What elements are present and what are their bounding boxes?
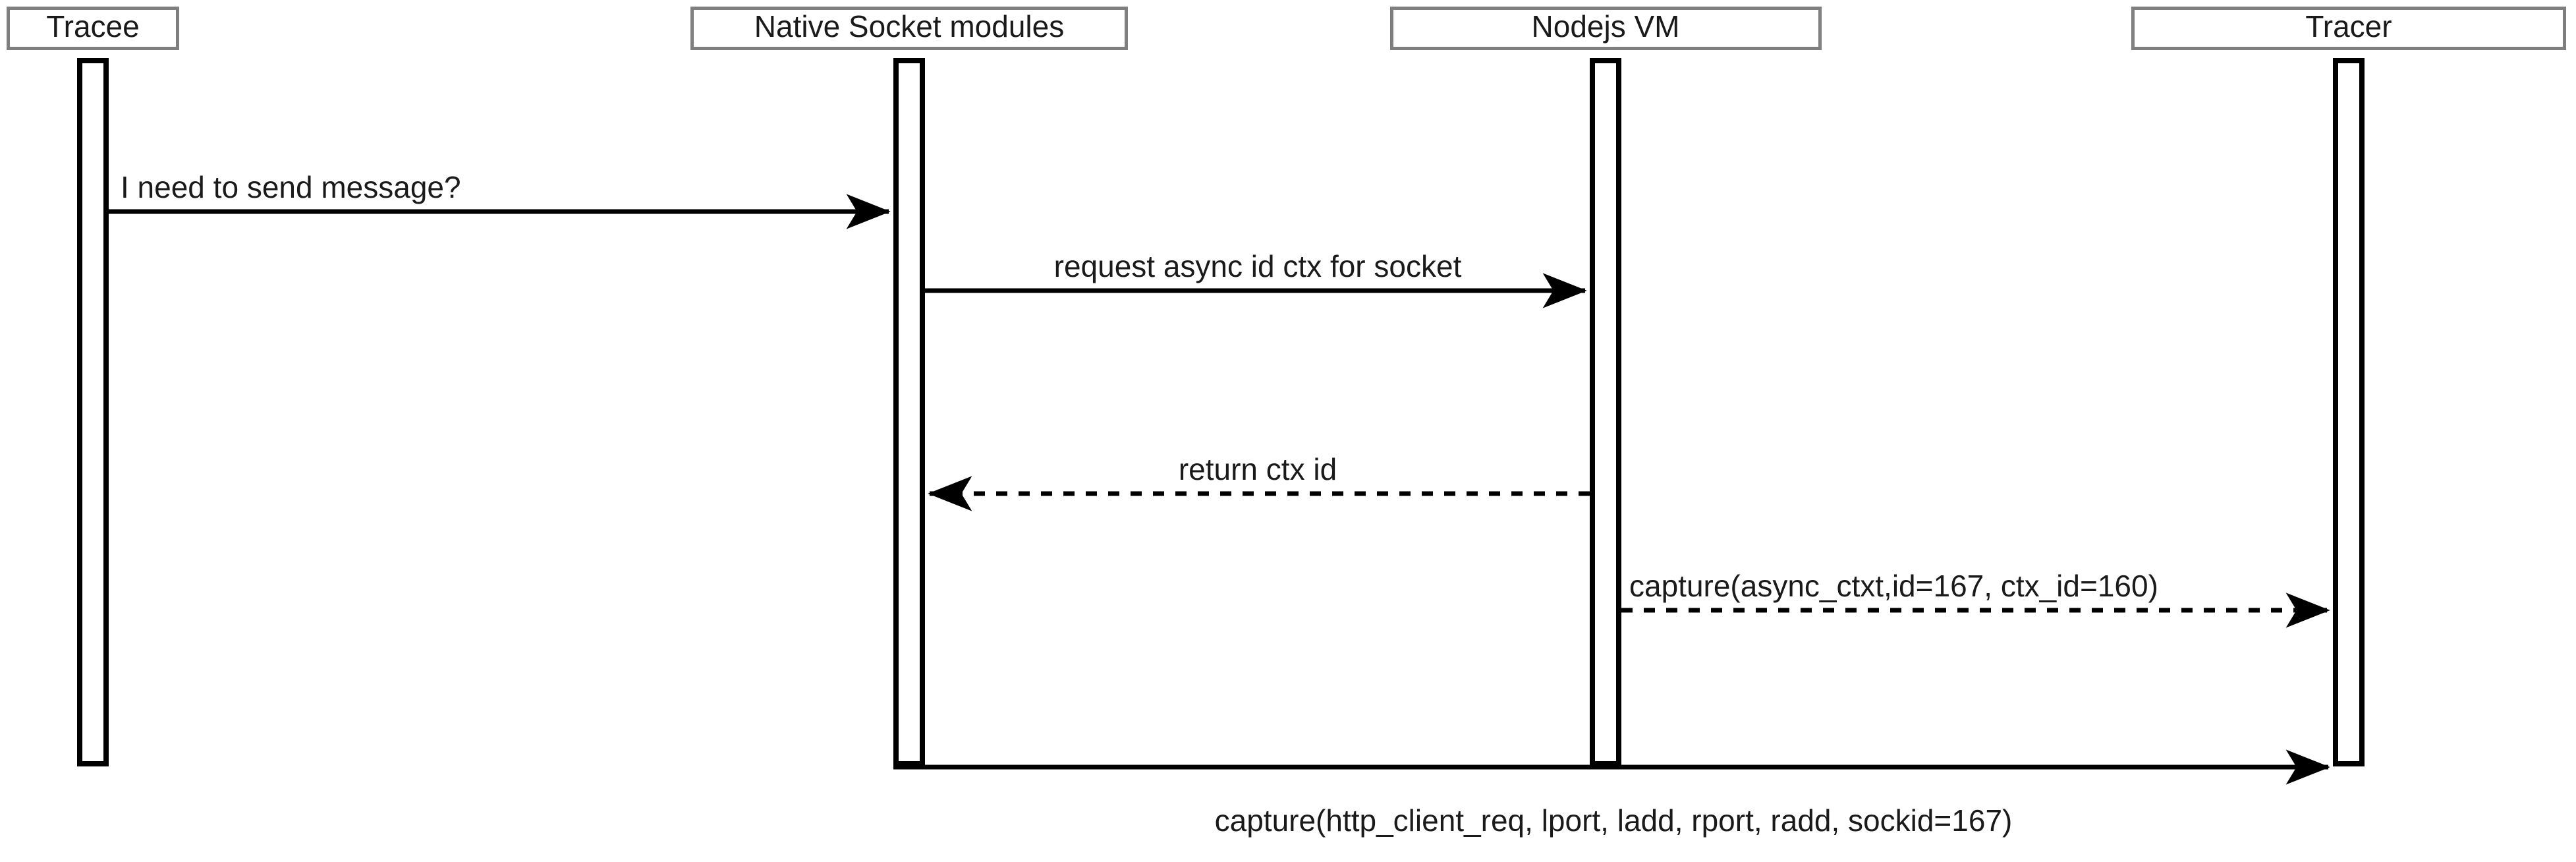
participant-box: [1390, 7, 1822, 50]
message-label: request async id ctx for socket: [1054, 249, 1462, 283]
message-label: capture(http_client_req, lport, ladd, rp…: [1215, 803, 2013, 838]
participant-box: [690, 7, 1128, 50]
message-need-send: I need to send message?: [109, 170, 891, 229]
activation-bar-nodejs-vm: [1590, 58, 1621, 766]
message-capture-async-ctxt: capture(async_ctxt,id=167, ctx_id=160): [1621, 569, 2330, 628]
participant-headers: Tracee Native Socket modules Nodejs VM T…: [7, 7, 2566, 50]
message-capture-http-client-req-label: capture(http_client_req, lport, ladd, rp…: [1215, 803, 2013, 838]
participant-native-socket[interactable]: Native Socket modules: [690, 7, 1128, 50]
participant-label: Native Socket modules: [754, 9, 1064, 43]
activation-bars: [77, 58, 2365, 766]
participant-nodejs-vm[interactable]: Nodejs VM: [1390, 7, 1822, 50]
participant-tracee[interactable]: Tracee: [7, 7, 179, 50]
activation-bar-tracee: [77, 58, 109, 766]
participant-label: Tracer: [2305, 9, 2392, 43]
message-label: capture(async_ctxt,id=167, ctx_id=160): [1629, 569, 2158, 603]
message-label: return ctx id: [1179, 452, 1337, 486]
participant-box: [2131, 7, 2566, 50]
activation-bar-tracer: [2333, 58, 2365, 766]
message-label: I need to send message?: [121, 170, 461, 204]
message-request-async-ctx: request async id ctx for socket: [925, 249, 1587, 308]
message-return-ctx-id: return ctx id: [928, 452, 1590, 511]
participant-label: Nodejs VM: [1532, 9, 1680, 43]
participant-box: [7, 7, 179, 50]
participant-tracer[interactable]: Tracer: [2131, 7, 2566, 50]
activation-bar-native-socket: [893, 58, 925, 766]
participant-label: Tracee: [46, 9, 139, 43]
